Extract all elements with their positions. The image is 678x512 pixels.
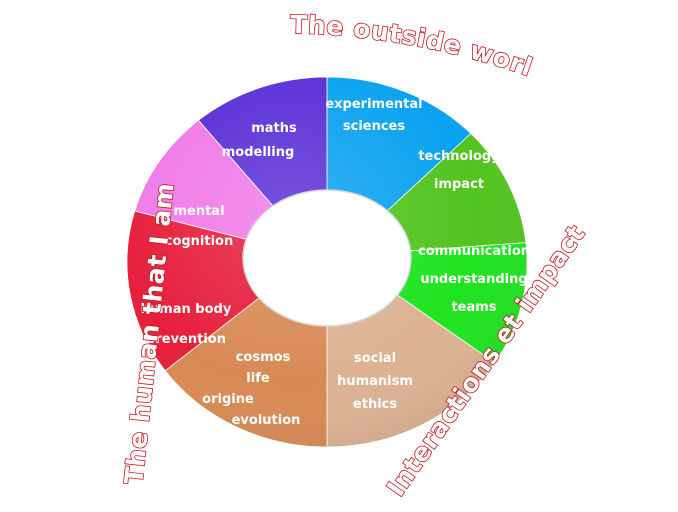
segment-label-mental-cognition: mental cognition bbox=[165, 204, 234, 249]
segment-label-line: life bbox=[246, 371, 270, 386]
segment-label-line: sciences bbox=[343, 119, 405, 134]
segment-label-line: impact bbox=[434, 177, 484, 192]
segment-label-line: technology bbox=[418, 149, 500, 164]
segment-label-line: modelling bbox=[222, 145, 295, 160]
segment-label-line: teams bbox=[451, 300, 496, 315]
segment-label-technology-impact: technology impact bbox=[418, 149, 500, 192]
segment-label-line: understanding bbox=[420, 272, 527, 287]
segment-label-experimental-sciences: experimental sciences bbox=[325, 97, 422, 134]
segment-label-cosmos: cosmos life origine evolution bbox=[202, 350, 300, 428]
segment-label-line: humanism bbox=[337, 374, 413, 389]
segment-label-communication: communication understanding teams bbox=[418, 244, 530, 315]
segment-label-social: social humanism ethics bbox=[337, 351, 413, 412]
segment-label-line: evolution bbox=[232, 413, 301, 428]
segment-label-line: human body bbox=[141, 302, 232, 317]
donut-hole bbox=[242, 189, 412, 327]
segment-label-line: cosmos bbox=[236, 350, 291, 365]
segment-label-line: mental bbox=[173, 204, 224, 219]
segment-label-line: social bbox=[354, 351, 396, 366]
segment-label-line: prevention bbox=[146, 332, 226, 347]
segment-label-line: cognition bbox=[165, 234, 234, 249]
segment-label-line: ethics bbox=[353, 397, 397, 412]
outer-label-top: The outside world bbox=[0, 0, 536, 82]
segment-label-human-body: human body prevention bbox=[141, 302, 232, 347]
segment-label-line: maths bbox=[251, 121, 297, 136]
segment-label-line: communication bbox=[418, 244, 530, 259]
outer-label-top-text: The outside world bbox=[0, 0, 537, 83]
segment-label-maths-modelling: maths modelling bbox=[222, 121, 297, 160]
segment-label-line: experimental bbox=[325, 97, 422, 112]
segment-labels-layer: experimental sciences technology impact comm… bbox=[141, 97, 530, 428]
segment-label-line: origine bbox=[202, 392, 254, 407]
